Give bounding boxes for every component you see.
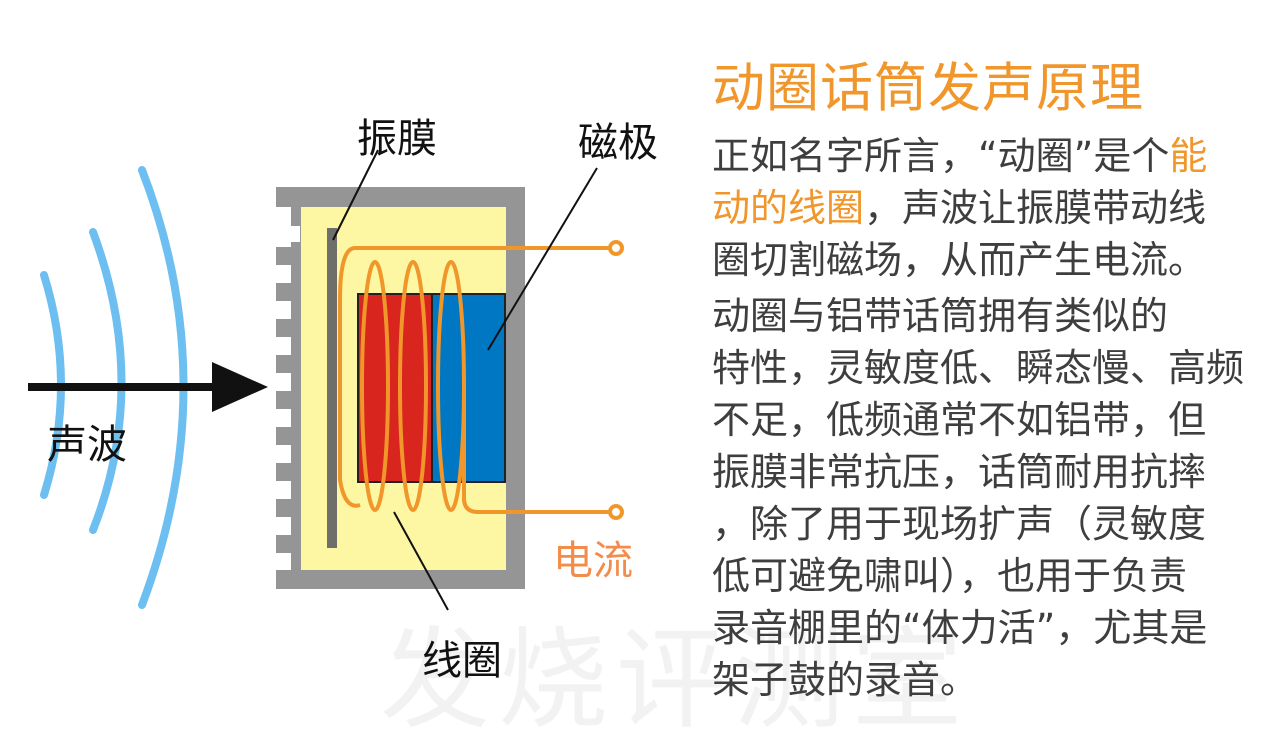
sound-arrow	[28, 362, 268, 412]
grille-tooth	[276, 355, 292, 373]
text-line: 架子鼓的录音。	[712, 658, 979, 702]
magnet-north	[431, 293, 506, 483]
text: ，声波让振膜带动线	[864, 186, 1207, 230]
text-line: 不足，低频通常不如铝带，但	[712, 398, 1207, 442]
leader-lines	[332, 149, 598, 611]
grille-tooth	[276, 319, 292, 337]
diaphragm	[327, 228, 337, 548]
detail-paragraph: 动圈与铝带话筒拥有类似的 特性，灵敏度低、瞬态慢、高频 不足，低频通常不如铝带，…	[712, 290, 1272, 706]
grille-tooth	[276, 427, 292, 445]
highlight: 动的线圈	[712, 186, 865, 230]
grille-tooth	[276, 283, 292, 301]
page-title: 动圈话筒发声原理	[712, 58, 1144, 119]
text-line: 特性，灵敏度低、瞬态慢、高频	[712, 346, 1245, 390]
label-magnet: 磁极	[578, 120, 658, 166]
coil	[338, 240, 624, 520]
text-line: 低可避免啸叫），也用于负责	[712, 554, 1188, 598]
microphone-diagram	[28, 149, 624, 611]
grille-tooth	[276, 499, 292, 517]
label-coil: 线圈	[422, 638, 502, 684]
text-line: 动圈与铝带话筒拥有类似的	[712, 294, 1169, 338]
intro-paragraph: 正如名字所言，“动圈”是个能 动的线圈，声波让振膜带动线 圈切割磁场，从而产生电…	[712, 130, 1272, 286]
label-diaphragm: 振膜	[357, 116, 437, 162]
highlight: 能	[1169, 134, 1208, 178]
grille-tooth	[276, 463, 292, 481]
magnet-south	[357, 293, 433, 483]
text-line: 振膜非常抗压，话筒耐用抗摔	[712, 450, 1207, 494]
text-line: ，除了用于现场扩声（灵敏度	[712, 502, 1207, 546]
text-line: 录音棚里的“体力活”，尤其是	[712, 606, 1208, 650]
grille-tooth	[276, 247, 292, 265]
text: 正如名字所言，“动圈”是个	[712, 134, 1170, 178]
label-current: 电流	[553, 538, 633, 584]
grille-tooth	[276, 535, 292, 553]
grille-tooth	[276, 391, 292, 409]
text: 圈切割磁场，从而产生电流。	[712, 238, 1207, 282]
label-sound-wave: 声波	[47, 422, 127, 468]
